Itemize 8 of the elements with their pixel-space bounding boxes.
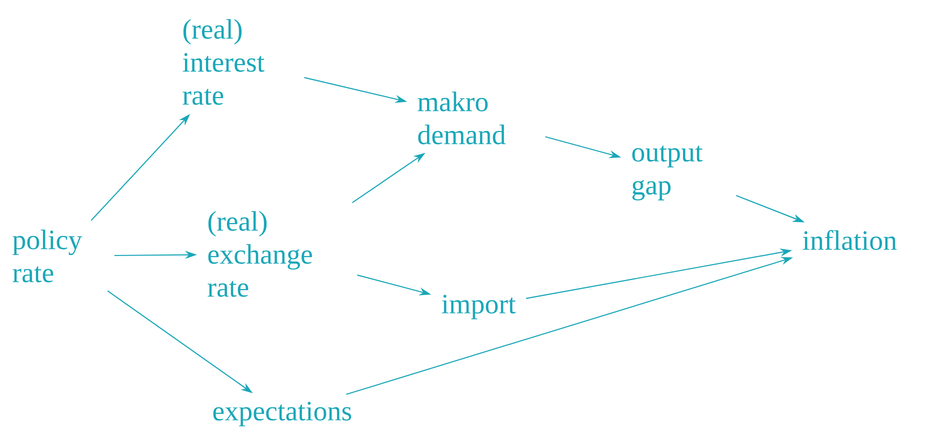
node-label: policy rate [12, 230, 82, 282]
node-label: (real) exchange rate [208, 211, 312, 297]
node-label: import [442, 294, 516, 320]
node-label: makro demand [418, 92, 506, 144]
node-label: expectations [213, 402, 352, 426]
node-label: inflation [802, 230, 897, 250]
node-label: (real) interest rate [182, 19, 264, 105]
node-label: output gap [632, 146, 703, 200]
